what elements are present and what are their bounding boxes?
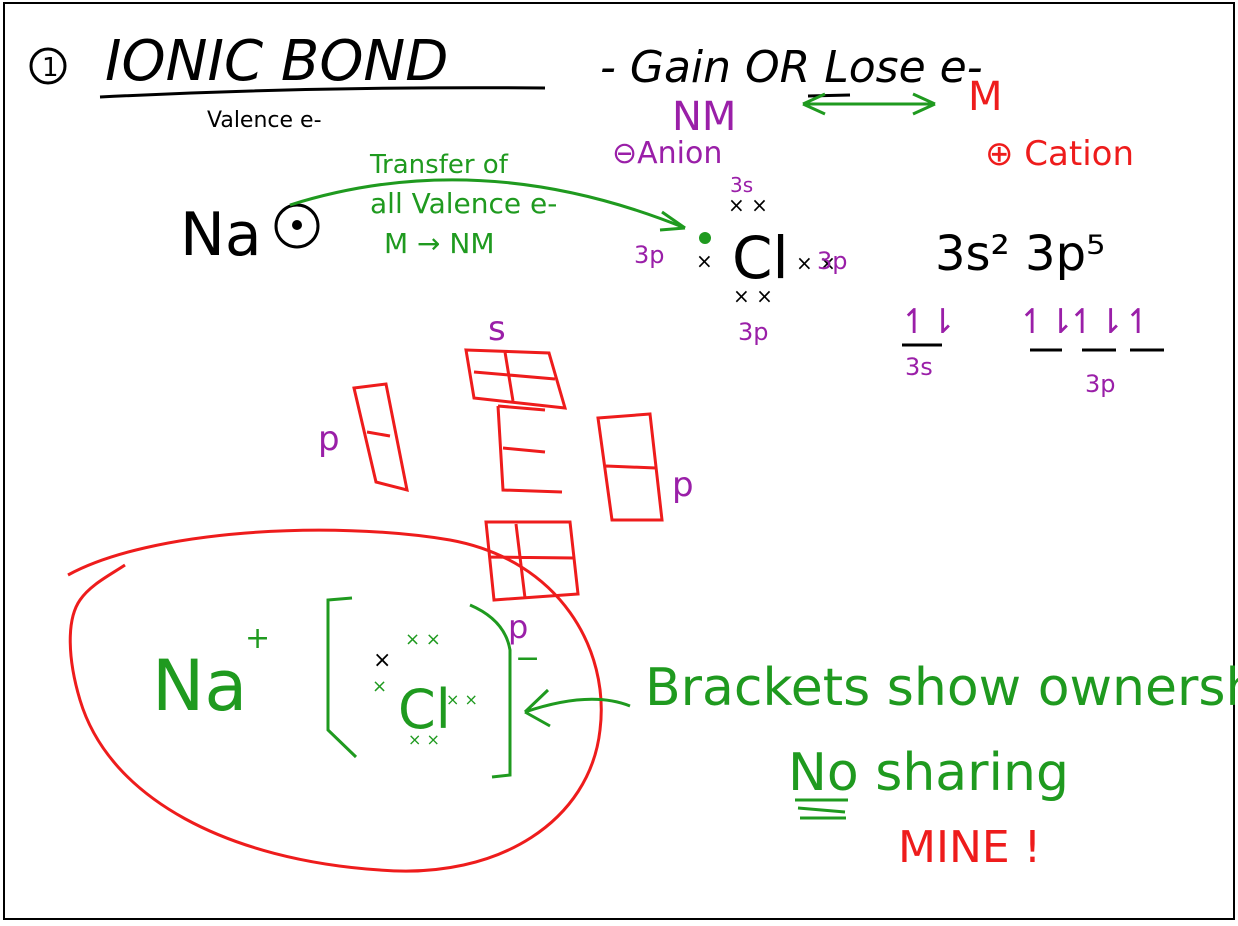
- orbital-3s-label: 3s: [905, 353, 933, 381]
- orbital-3p-label: 3p: [1085, 370, 1116, 398]
- label-nm: NM: [672, 94, 736, 140]
- note-no-sharing: No sharing: [788, 743, 1069, 803]
- cl-label-3p-bottom: 3p: [738, 318, 769, 346]
- notes-arrow: [523, 688, 631, 728]
- cl-ion-electrons-right: × ×: [446, 690, 478, 709]
- cl-ion-electron-left: ×: [372, 676, 387, 697]
- cl-ion-transferred-electron: ×: [373, 648, 391, 673]
- title-underline: [99, 86, 546, 99]
- net-label-p-bottom: p: [508, 608, 528, 646]
- left-bracket: [326, 596, 358, 759]
- transfer-line-1: Transfer of: [369, 150, 509, 180]
- net-label-p-left: p: [318, 419, 340, 459]
- na-valence-electron: [292, 220, 302, 230]
- slide-frame: [3, 2, 1235, 920]
- double-arrow: [802, 92, 936, 116]
- net-top-box: [464, 348, 568, 410]
- header-subtitle: Valence e-: [207, 108, 322, 133]
- or-underline: [807, 93, 851, 98]
- na-ion-charge: +: [245, 621, 270, 656]
- transfer-line-2: all Valence e-: [370, 187, 557, 220]
- orbital-3s-arrows: ↿⇂: [900, 302, 957, 342]
- sodium-atom: Na: [180, 200, 320, 270]
- cl-electrons-right: × ×: [796, 251, 836, 275]
- cl-ion-electrons-bottom: × ×: [408, 730, 440, 749]
- cube-net: [352, 348, 664, 602]
- label-m: M: [968, 74, 1003, 120]
- net-center-box: [496, 404, 563, 494]
- cl-ion-symbol: Cl: [398, 678, 451, 741]
- net-left-box: [352, 382, 409, 493]
- header: 1 IONIC BOND Valence e- - Gain OR Lose e…: [29, 29, 983, 133]
- transfer-arrowhead: [659, 210, 686, 232]
- header-number: 1: [42, 53, 59, 83]
- net-bottom-box: [484, 520, 580, 602]
- cl-label-3s: 3s: [730, 173, 753, 197]
- transfer-arrow: Transfer of all Valence e- M → NM: [289, 150, 686, 260]
- cl-transferred-electron: [699, 232, 711, 244]
- note-mine: MINE !: [898, 822, 1041, 873]
- notes: Brackets show ownership No sharing MINE …: [523, 658, 1238, 873]
- cl-electron-left: ×: [696, 249, 713, 273]
- cl-electrons-bottom: × ×: [733, 284, 773, 308]
- right-bracket: [469, 603, 512, 779]
- orbital-3p3-arrows: ↿: [1124, 302, 1153, 342]
- transfer-arc: [289, 178, 686, 230]
- net-label-s: s: [488, 309, 506, 349]
- no-sharing-underline: [795, 798, 848, 820]
- config-text: 3s² 3p⁵: [935, 226, 1105, 282]
- electron-configuration: 3s² 3p⁵ ↿⇂ 3s ↿⇂ ↿⇂ ↿ 3p: [900, 226, 1164, 398]
- number-circle: [29, 47, 67, 85]
- na-valence-circle: [274, 203, 320, 249]
- nacl-oval: [67, 528, 603, 873]
- net-label-p-right: p: [672, 465, 694, 505]
- orbital-3p1-arrows: ↿⇂: [1018, 302, 1075, 342]
- cl-electrons-top: × ×: [728, 193, 768, 217]
- orbital-3p2-arrows: ↿⇂: [1068, 302, 1125, 342]
- ionic-compound: Na + − Cl × × × × × × × ×: [152, 596, 540, 779]
- transfer-line-3: M → NM: [384, 227, 495, 260]
- header-title: IONIC BOND: [105, 29, 448, 94]
- header-rule: - Gain OR Lose e-: [600, 42, 983, 93]
- cl-label-3p-left: 3p: [634, 241, 665, 269]
- cl-ion-electrons-top: × ×: [405, 629, 441, 650]
- na-ion-symbol: Na: [152, 645, 247, 727]
- na-symbol: Na: [180, 200, 262, 270]
- cl-symbol: Cl: [732, 224, 789, 292]
- net-right-box: [596, 412, 664, 522]
- note-brackets: Brackets show ownership: [645, 658, 1238, 718]
- chlorine-atom: Cl × × × × × × × 3s 3p 3p 3p: [634, 173, 848, 346]
- label-cation: ⊕ Cation: [985, 134, 1134, 174]
- bracket-charge: −: [515, 641, 540, 676]
- label-anion: ⊖Anion: [612, 136, 722, 171]
- cl-label-3p-right: 3p: [817, 247, 848, 275]
- nm-m-relation: NM M ⊕ Cation ⊖Anion: [612, 74, 1134, 174]
